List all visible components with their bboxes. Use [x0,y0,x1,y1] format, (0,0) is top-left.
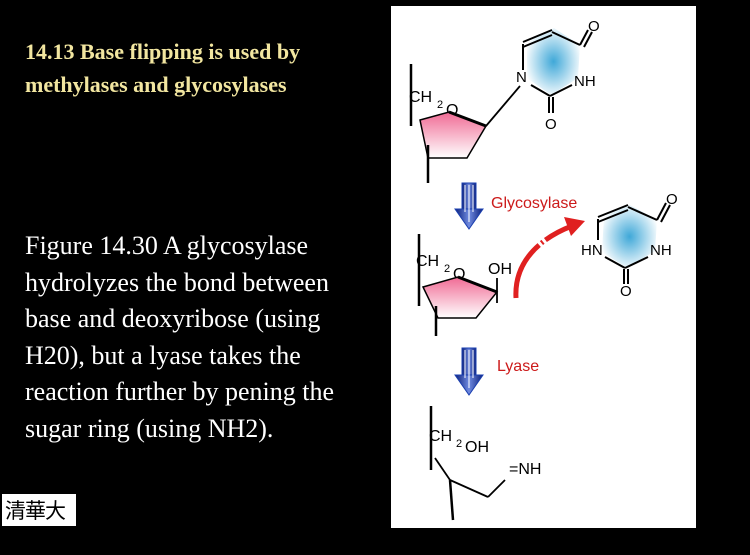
step2-free-base: O HN NH O [581,191,678,300]
imine-label: =NH [509,461,541,478]
nh-label: NH [574,73,596,90]
carbonyl-o-bottom: O [545,116,557,133]
ch2-subscript: 2 [437,99,443,111]
carbonyl-o-bottom: O [620,283,632,300]
oh-label: OH [465,439,489,456]
carbonyl-o-top: O [588,18,600,35]
slide-title: 14.13 Base flipping is used by methylase… [25,39,301,97]
ch2-subscript: 2 [456,438,462,450]
n1-label: N [516,69,527,86]
glycosylase-arrow [454,182,484,230]
carbonyl-o-top: O [666,191,678,208]
glycosylase-label: Glycosylase [491,195,577,212]
deoxyribose-ring [419,111,488,159]
oh-label: OH [488,261,512,278]
ch2-subscript: 2 [444,263,450,275]
figure-caption: Figure 14.30 A glycosylase hydrolyzes th… [25,231,334,443]
nh-label: NH [650,242,672,259]
ch2-label: CH [416,253,439,270]
uracil-ring [527,28,580,95]
ch2-label: CH [429,428,452,445]
step2-abasic-sugar: CH 2 O OH [416,234,512,336]
flip-out-arrow [513,217,585,299]
step1-nucleotide: CH 2 O O N NH O [409,18,600,183]
step3-opened-sugar: CH 2 OH =NH [429,406,541,521]
glycosidic-bond [485,85,521,127]
hn-label: HN [581,242,603,259]
ch2-label: CH [409,89,432,106]
lyase-label: Lyase [497,358,539,375]
lyase-arrow [454,347,484,396]
uracil-ring [602,205,657,268]
deoxyribose-ring [421,276,499,319]
reaction-diagram: CH 2 O O N NH O Glycosylase CH 2 O [409,18,678,521]
